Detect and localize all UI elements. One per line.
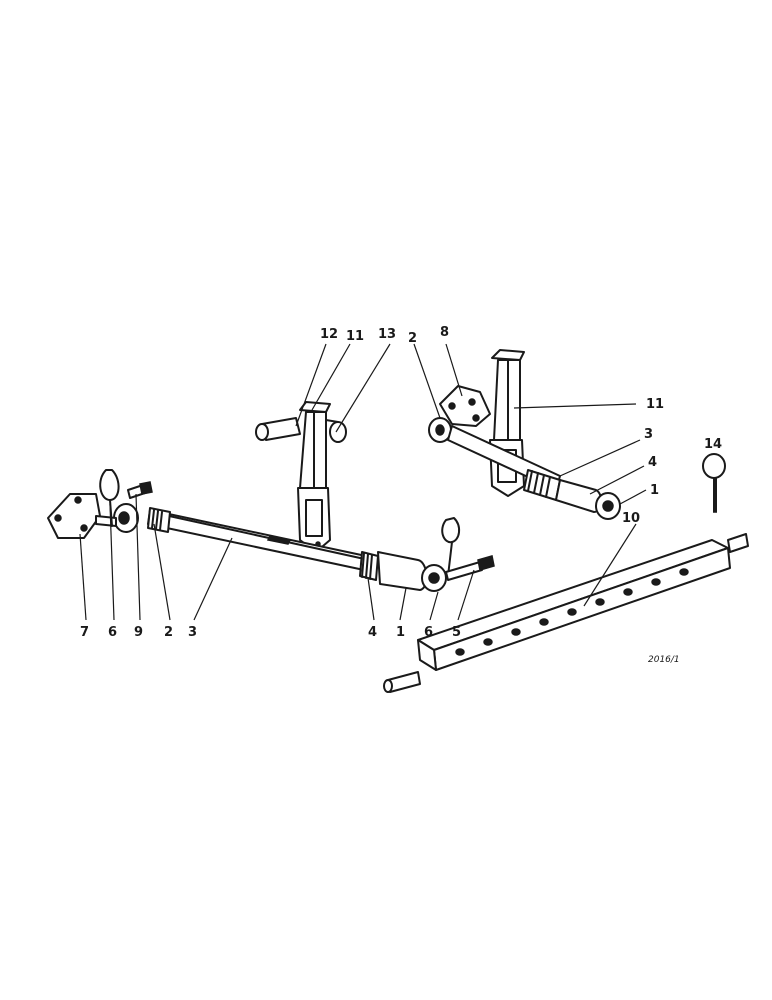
left-small-bolt xyxy=(127,481,153,499)
right-upright-bracket xyxy=(489,349,525,497)
right-linch-pin-and-bolt xyxy=(441,517,495,581)
callout-4: 4 xyxy=(368,625,377,640)
callout-10: 10 xyxy=(622,511,640,526)
callout-labels: 12 11 13 2 8 11 3 4 1 14 10 7 6 9 2 3 4 … xyxy=(80,325,722,640)
callout-1: 1 xyxy=(650,483,659,498)
callout-12: 12 xyxy=(320,327,338,342)
left-upright-bracket xyxy=(297,401,331,553)
left-bracket-pin xyxy=(255,417,347,443)
callout-4: 4 xyxy=(648,455,657,470)
right-link-bar xyxy=(428,417,621,520)
left-mount-plate xyxy=(47,493,117,539)
callout-11: 11 xyxy=(346,329,364,344)
right-mount-plate xyxy=(439,385,491,427)
callout-2: 2 xyxy=(164,625,173,640)
leader-lines xyxy=(79,343,647,621)
drawing-reference-code: 2016/1 xyxy=(648,655,680,665)
callout-3: 3 xyxy=(644,427,653,442)
left-ball-joint xyxy=(113,503,171,533)
callout-11: 11 xyxy=(646,397,664,412)
drawbar xyxy=(383,533,749,693)
left-link-right-end xyxy=(359,551,447,592)
callout-1: 1 xyxy=(396,625,405,640)
callout-5: 5 xyxy=(452,625,461,640)
callout-7: 7 xyxy=(80,625,89,640)
callout-6: 6 xyxy=(108,625,117,640)
callout-9: 9 xyxy=(134,625,143,640)
left-link-bar xyxy=(147,509,367,571)
callout-3: 3 xyxy=(188,625,197,640)
callout-8: 8 xyxy=(440,325,449,340)
callout-6: 6 xyxy=(424,625,433,640)
callout-14: 14 xyxy=(704,437,722,452)
callout-2: 2 xyxy=(408,331,417,346)
callout-13: 13 xyxy=(378,327,396,342)
ring-pin xyxy=(702,453,726,513)
